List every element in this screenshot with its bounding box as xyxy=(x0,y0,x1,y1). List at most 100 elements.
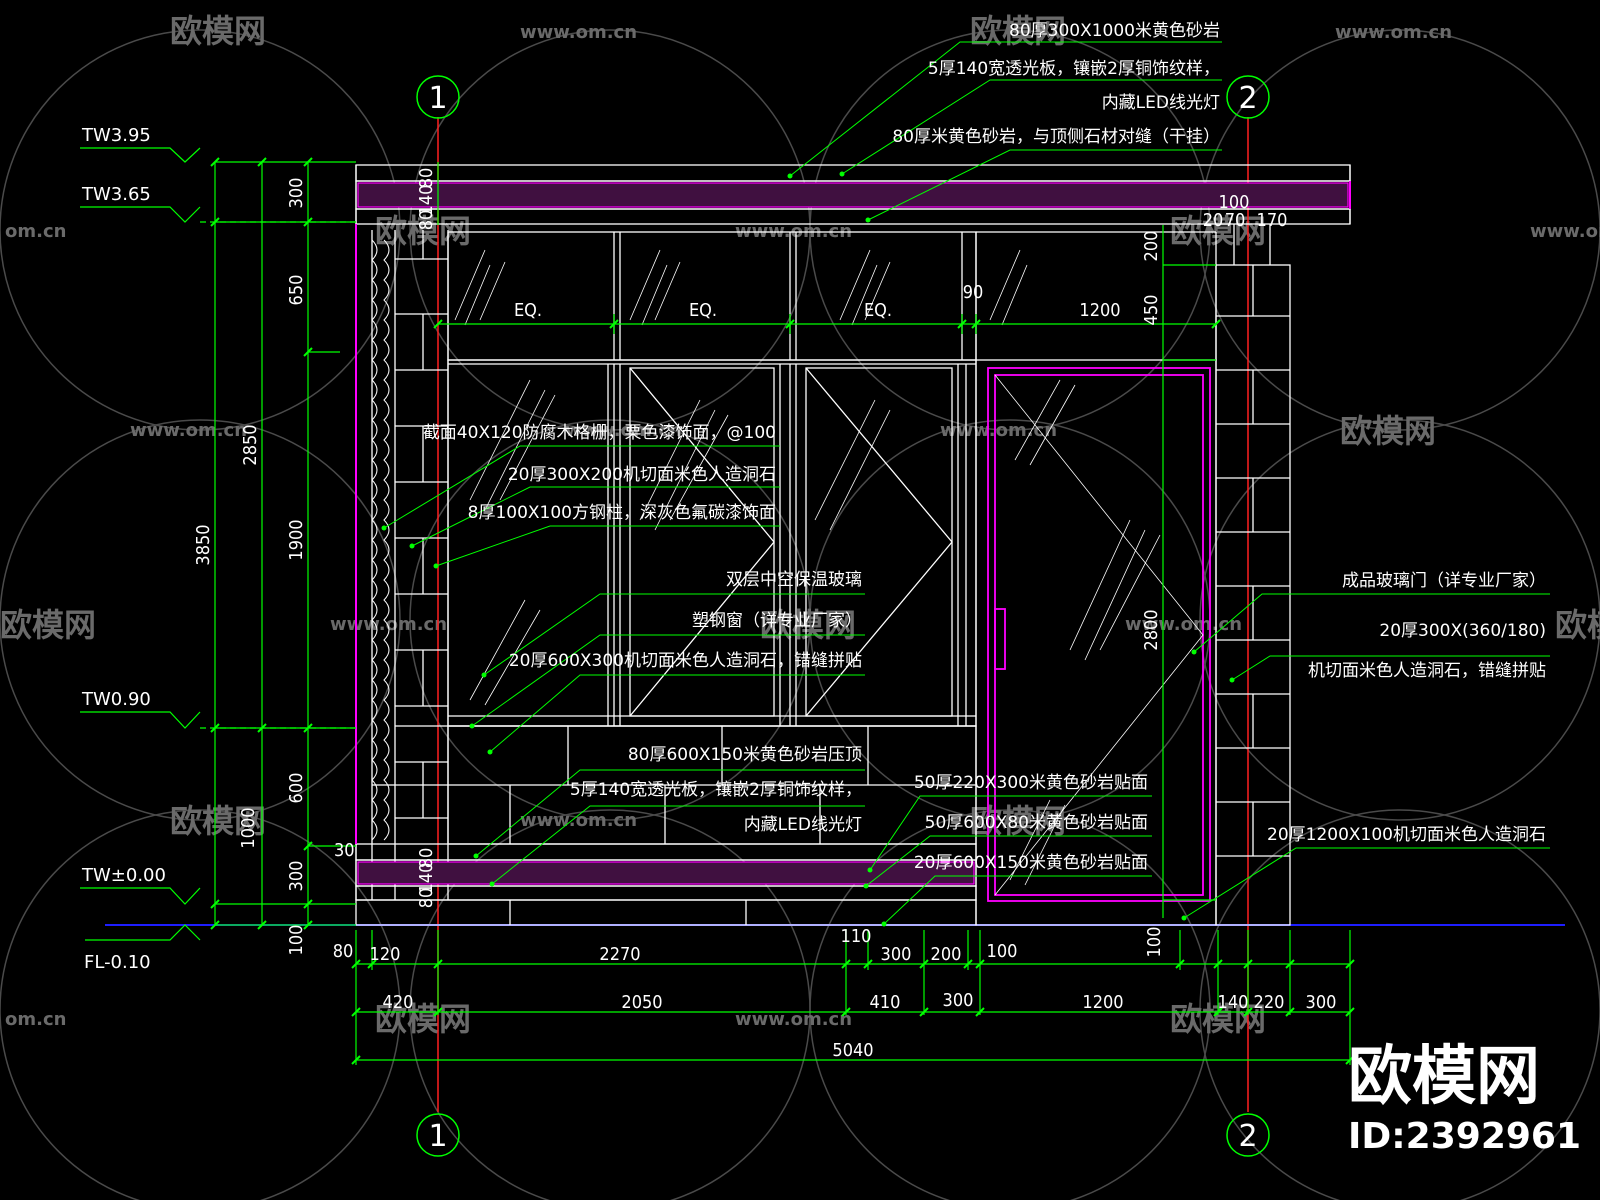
watermark-url: www.om.cn xyxy=(1125,614,1242,635)
note-travertine-300x200: 20厚300X200机切面米色人造洞石 xyxy=(508,465,776,485)
level-tw090: TW0.90 xyxy=(81,689,151,710)
note-base-led: 内藏LED线光灯 xyxy=(744,815,862,835)
watermark-brand: 欧模网 xyxy=(170,802,266,840)
dim-600: 600 xyxy=(286,773,307,804)
level-tw000: TW±0.00 xyxy=(81,865,166,886)
dim-eq-2: EQ. xyxy=(689,300,717,321)
note-travertine-300x360: 20厚300X(360/180) xyxy=(1379,621,1546,641)
watermark-brand: 欧模网 xyxy=(970,12,1066,50)
dim-r-100: 100 xyxy=(1219,192,1250,213)
dim-300-top: 300 xyxy=(286,178,307,209)
dim-r-20: 20 xyxy=(1203,210,1224,231)
led-strips xyxy=(355,181,1351,885)
dim-30: 30 xyxy=(334,840,355,861)
dim-b2-300b: 300 xyxy=(1306,992,1337,1013)
glass-hatch xyxy=(454,249,1161,886)
dim-b1-2270: 2270 xyxy=(599,944,640,965)
watermark-brand: 欧模网 xyxy=(970,802,1066,840)
watermark-url-short: www.om.cn xyxy=(1530,221,1600,242)
leader-dots xyxy=(381,171,1235,927)
dim-b2-2050: 2050 xyxy=(621,992,662,1013)
watermark-url: www.om.cn xyxy=(1335,22,1452,43)
dim-b1-110: 110 xyxy=(841,926,872,947)
dim-r-70: 70 xyxy=(1225,210,1246,231)
base-led-strip xyxy=(357,861,975,885)
wood-lattice xyxy=(371,239,378,841)
note-travertine-1200x100: 20厚1200X100机切面米色人造洞石 xyxy=(1267,825,1546,845)
note-upvc-window: 塑钢窗（详专业厂家） xyxy=(692,611,862,631)
dim-roof-80b: 80 xyxy=(416,210,437,231)
dim-r-170: 170 xyxy=(1257,210,1288,231)
dim-1200-top: 1200 xyxy=(1079,300,1120,321)
watermark-brand: 欧模网 xyxy=(760,606,856,644)
note-travertine-stagger: 机切面米色人造洞石，错缝拼贴 xyxy=(1308,661,1546,681)
note-glass-door: 成品玻璃门（详专业厂家） xyxy=(1342,571,1546,591)
watermark-url: www.om.cn xyxy=(520,810,637,831)
dim-total-5040: 5040 xyxy=(832,1040,873,1061)
dim-b2-300: 300 xyxy=(943,990,974,1011)
dim-r-200: 200 xyxy=(1141,231,1162,262)
axis-bubble-1-bottom xyxy=(416,1113,460,1157)
dim-b1-200: 200 xyxy=(931,944,962,965)
dim-650: 650 xyxy=(286,275,307,306)
dim-eq-1: EQ. xyxy=(514,300,542,321)
dim-100: 100 xyxy=(286,925,307,956)
note-travertine-600x300: 20厚600X300机切面米色人造洞石，错缝拼贴 xyxy=(509,651,862,671)
dim-roof-80a: 80 xyxy=(416,168,437,189)
top-dimension-labels: EQ. EQ. EQ. 90 1200 100 20 70 170 200 45… xyxy=(514,192,1288,651)
watermark-texts: 欧模网 www.om.cn 欧模网 www.om.cn om.cn 欧模网 ww… xyxy=(0,12,1600,1038)
note-roof-led: 内藏LED线光灯 xyxy=(1102,93,1220,113)
watermark-brand: 欧模网 xyxy=(0,606,96,644)
note-sandstone-600x80: 50厚600X80米黄色砂岩贴面 xyxy=(925,813,1148,833)
dim-roof-140: 140 xyxy=(416,185,437,216)
dim-b1-120: 120 xyxy=(370,944,401,965)
level-tw365: TW3.65 xyxy=(81,184,151,205)
annotations: 80厚300X1000米黄色砂岩 5厚140宽透光板，镶嵌2厚铜饰纹样， 内藏L… xyxy=(423,21,1546,873)
axis-bubble-2-top xyxy=(1226,75,1270,119)
watermark-url: www.om.cn xyxy=(940,420,1057,441)
door-handle xyxy=(994,608,1006,670)
watermark-url-short: om.cn xyxy=(5,221,66,242)
dim-base-80b: 80 xyxy=(416,888,437,909)
dim-door-2800: 2800 xyxy=(1141,609,1162,650)
axis-bubble-1-top xyxy=(416,75,460,119)
dim-b1-80: 80 xyxy=(333,941,354,962)
dim-b1-300: 300 xyxy=(881,944,912,965)
note-roof-light-strip: 5厚140宽透光板，镶嵌2厚铜饰纹样， xyxy=(928,58,1220,79)
dim-b2-420: 420 xyxy=(383,992,414,1013)
axis-label-1-bottom: 1 xyxy=(428,1119,447,1154)
dim-b2-140: 140 xyxy=(1218,992,1249,1013)
roof-led-strip xyxy=(357,182,1349,208)
watermark-url: www.om.cn xyxy=(330,614,447,635)
dim-r-450: 450 xyxy=(1141,295,1162,326)
dim-eq-3: EQ. xyxy=(864,300,892,321)
window-frame xyxy=(447,359,977,727)
note-double-glazing: 双层中空保温玻璃 xyxy=(726,570,862,590)
dim-300-bottom: 300 xyxy=(286,861,307,892)
leader-lines xyxy=(383,41,1550,925)
level-fl: FL-0.10 xyxy=(84,952,151,973)
wood-lattice xyxy=(383,239,390,841)
dimension-ticks xyxy=(210,157,1355,1065)
dim-90: 90 xyxy=(963,282,984,303)
axis-label-1-top: 1 xyxy=(428,81,447,116)
watermark-url: www.om.cn xyxy=(130,420,247,441)
building-elevation xyxy=(355,164,1351,926)
dimension-lines xyxy=(214,161,1351,1065)
dim-b1-100b: 100 xyxy=(1144,927,1165,958)
dim-b2-410: 410 xyxy=(870,992,901,1013)
left-dimension-labels: 3850 2850 300 650 1900 600 300 100 1000 … xyxy=(193,168,437,956)
axis-label-2-top: 2 xyxy=(1238,81,1257,116)
axis-bubble-2-bottom xyxy=(1226,1113,1270,1157)
bottom-dimension-labels: 80 120 2270 110 300 200 100 100 420 2050… xyxy=(333,926,1337,1061)
watermark-brand: 欧模网 xyxy=(1555,606,1600,644)
dim-2850: 2850 xyxy=(240,424,261,465)
level-labels: TW3.95 TW3.65 TW0.90 TW±0.00 FL-0.10 xyxy=(81,125,166,973)
watermark-brand: 欧模网 xyxy=(1170,212,1266,250)
level-markers xyxy=(80,147,356,941)
dim-b1-100: 100 xyxy=(987,941,1018,962)
note-steel-column: 8厚100X100方钢柱，深灰色氟碳漆饰面 xyxy=(468,503,776,523)
watermark-url: www.om.cn xyxy=(565,420,682,441)
watermark-circles xyxy=(0,29,1600,1200)
